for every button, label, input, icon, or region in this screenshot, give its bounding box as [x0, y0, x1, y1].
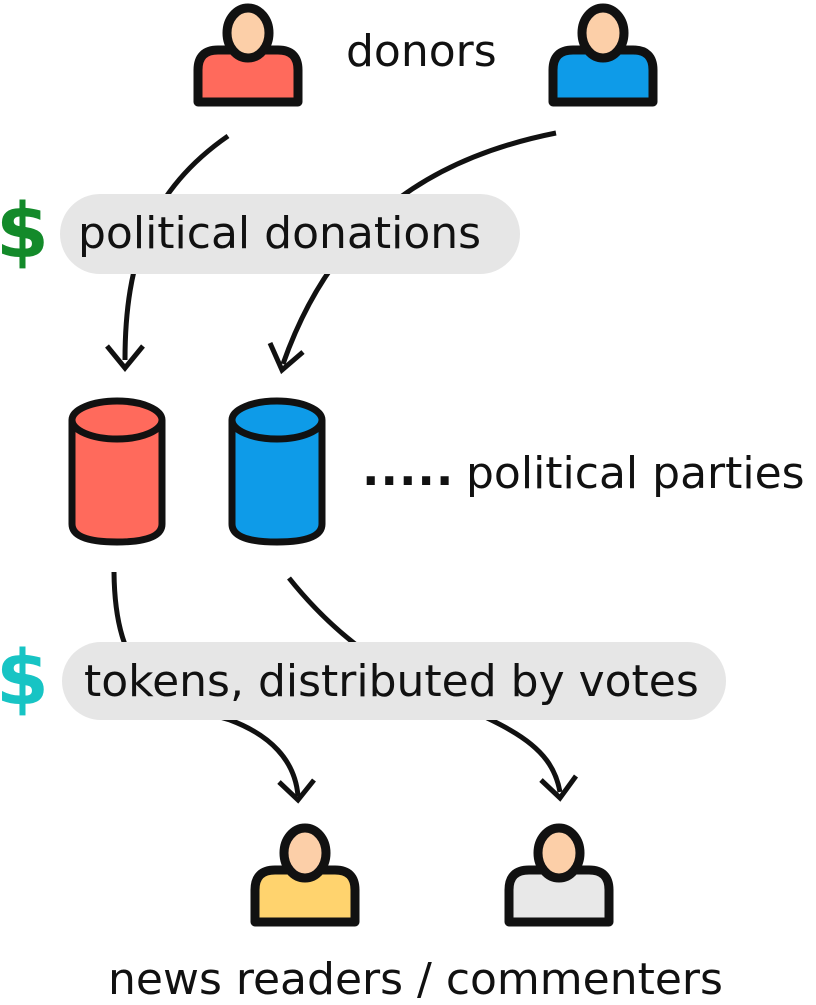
political-donations-label: political donations: [78, 208, 482, 259]
reader-gray-person-icon: [504, 823, 614, 927]
donor-red-person-icon: [193, 3, 303, 107]
arrowhead-blue-reader: [539, 774, 579, 802]
tokens-pill: tokens, distributed by votes: [62, 642, 726, 720]
donors-label: donors: [346, 26, 497, 77]
political-parties-label: political parties: [466, 448, 805, 499]
party-red-cylinder-icon: [68, 397, 166, 546]
reader-yellow-person-icon: [250, 823, 360, 927]
donation-dollar-icon: $: [0, 186, 49, 275]
political-donations-pill: political donations: [60, 194, 520, 274]
readers-label: news readers / commenters: [108, 954, 723, 1005]
party-blue-cylinder-icon: [228, 397, 326, 546]
ellipsis-label: .....: [362, 442, 455, 496]
arrowhead-red-reader: [277, 778, 316, 804]
donor-blue-person-icon: [548, 3, 658, 107]
arrowhead-donor-red: [105, 344, 145, 372]
tokens-label: tokens, distributed by votes: [84, 656, 699, 707]
token-dollar-icon: $: [0, 633, 49, 722]
arrowhead-donor-blue: [267, 341, 305, 375]
